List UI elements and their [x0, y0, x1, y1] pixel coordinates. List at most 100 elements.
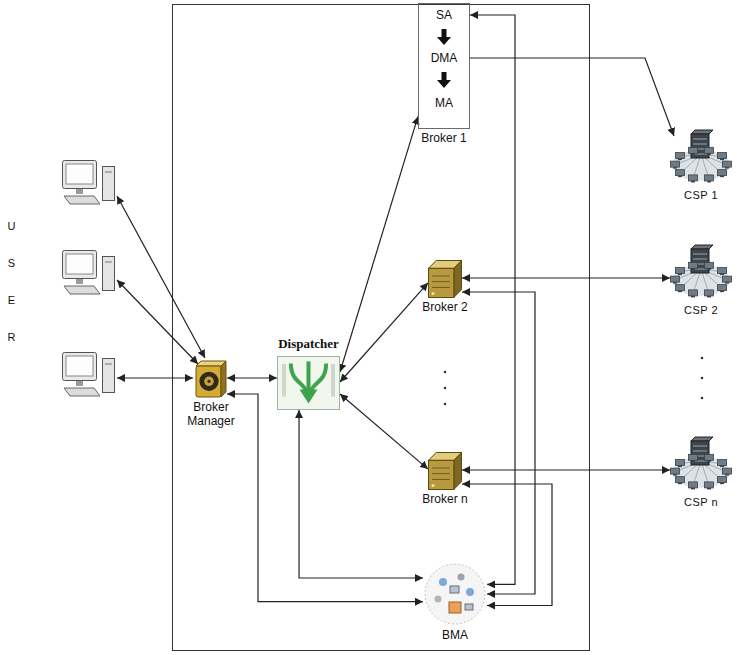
bma-agent	[435, 596, 442, 603]
label-holder: USER	[6, 208, 17, 356]
client-base	[720, 483, 724, 485]
broker-server-icon	[428, 260, 462, 298]
server-front	[429, 268, 454, 297]
server-slot	[432, 281, 450, 282]
client-computer	[675, 285, 684, 291]
client-base	[720, 291, 724, 293]
dispatcher-frame	[278, 357, 340, 410]
server-rack	[691, 249, 709, 273]
client-base	[691, 296, 695, 298]
ellipsis-dot	[701, 377, 704, 380]
broker-server: Broker 2	[428, 260, 462, 298]
client-computer	[718, 285, 727, 291]
dispatcher-bar	[282, 364, 286, 396]
server-slot	[432, 479, 450, 480]
agent-label: DMA	[431, 50, 458, 66]
client-base	[691, 460, 695, 462]
monitor-stand	[76, 189, 83, 194]
client-computer	[718, 268, 727, 274]
client-base	[678, 466, 682, 468]
screen	[66, 356, 93, 376]
cloud-ground	[672, 264, 729, 295]
bma-agent	[458, 574, 465, 581]
client-base	[707, 296, 711, 298]
client-computer	[688, 454, 697, 460]
bma-circle: BMA	[423, 562, 487, 626]
monitor	[63, 353, 97, 381]
manager-dial	[207, 380, 210, 383]
broker-label: Broker n	[422, 493, 467, 507]
server-rack	[691, 134, 709, 158]
rack-top	[691, 130, 713, 134]
bma-item	[450, 586, 459, 593]
monitor	[63, 161, 97, 189]
manager-dial	[204, 376, 214, 386]
broker-label: Broker 2	[422, 301, 467, 315]
connector	[227, 394, 423, 602]
dispatcher-box-icon	[277, 356, 340, 410]
connector	[470, 15, 515, 584]
client-base	[707, 181, 711, 183]
client-computer	[675, 153, 684, 159]
dispatcher-flow	[307, 361, 311, 391]
server-front	[429, 460, 454, 489]
server-side	[454, 453, 462, 490]
client-computer	[675, 477, 684, 483]
side-label: USER	[6, 208, 17, 356]
client-computer	[723, 276, 732, 282]
dispatcher-head	[300, 389, 318, 403]
server-slot	[432, 473, 450, 474]
bma-agent	[466, 588, 474, 596]
provider-label: CSP 1	[684, 189, 718, 202]
dispatcher-box: Dispatcher	[277, 356, 340, 410]
screen	[66, 254, 93, 274]
client-base	[678, 274, 682, 276]
keyboard	[64, 286, 100, 294]
connector	[340, 283, 428, 382]
tower	[103, 167, 115, 201]
user-computer	[63, 353, 115, 397]
broker-manager-icon	[195, 360, 227, 398]
client-computer	[718, 170, 727, 176]
client-computer	[705, 262, 714, 268]
client-computer	[688, 262, 697, 268]
broker-server: Broker n	[428, 452, 462, 490]
rack-top	[691, 437, 713, 441]
client-computer	[718, 460, 727, 466]
client-computer	[670, 468, 679, 474]
client-computer	[705, 482, 714, 488]
client-computer	[723, 161, 732, 167]
dispatcher-bar	[331, 364, 335, 396]
client-base	[725, 474, 729, 476]
user-computer	[63, 161, 115, 205]
tower	[103, 359, 115, 393]
server-led	[432, 292, 435, 295]
cloud-ground	[672, 456, 729, 487]
agent-label: SA	[436, 7, 452, 23]
connector	[227, 377, 277, 378]
flow-arrow	[437, 72, 451, 88]
cloud-provider-icon	[670, 243, 732, 301]
drive-slot	[105, 172, 112, 173]
bma-agent	[439, 578, 447, 586]
broker-label: Broker 1	[421, 132, 466, 146]
ellipsis-dot	[444, 371, 447, 374]
client-base	[691, 153, 695, 155]
client-base	[691, 181, 695, 183]
client-computer	[705, 175, 714, 181]
client-computer	[675, 460, 684, 466]
server-slot	[432, 275, 450, 276]
cloud-provider-icon	[670, 435, 732, 493]
monitor-stand	[76, 279, 83, 284]
bma-label: BMA	[442, 629, 468, 643]
client-base	[725, 167, 729, 169]
system-frame	[173, 5, 590, 651]
broker-box: SADMAMABroker 1	[418, 3, 470, 129]
dispatcher-label: Dispatcher	[278, 337, 339, 352]
client-computer	[675, 170, 684, 176]
server-rack	[691, 441, 709, 465]
ellipsis-dot	[701, 357, 704, 360]
client-computer	[718, 153, 727, 159]
